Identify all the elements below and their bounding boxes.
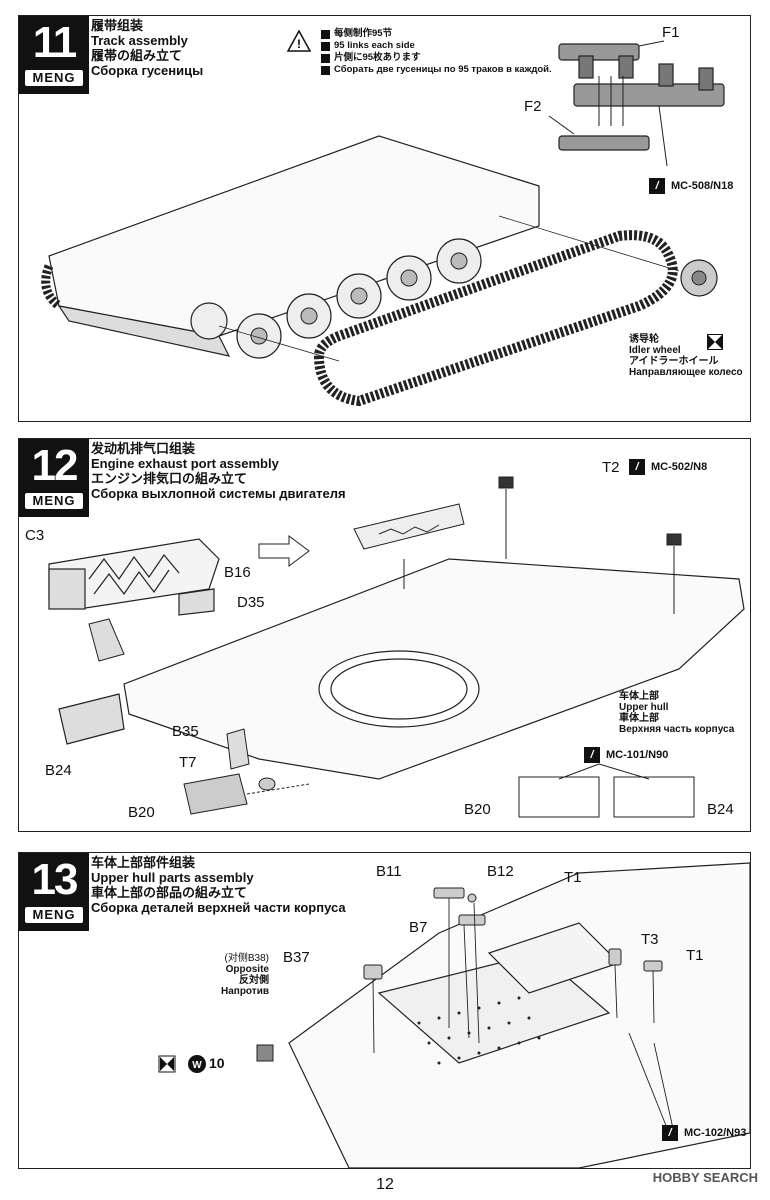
idler-wheel-label: 诱导轮 Idler wheel アイドラーホイール Направляющее к… (629, 334, 743, 378)
opposite-jp: 反対側 (238, 975, 269, 986)
step-badge: 12 MENG (19, 439, 89, 517)
upper-hull-parts-drawing: W (158, 862, 750, 1168)
part-label-f2: F2 (524, 98, 542, 115)
paint-ref: / MC-508/N18 (649, 178, 733, 194)
part-label-t1-right: T1 (686, 947, 704, 964)
paint-ref-1: / MC-502/N8 (629, 459, 707, 475)
part-label-t1-top: T1 (564, 869, 582, 886)
title-en: Engine exhaust port assembly (91, 456, 279, 471)
part-label-b7: B7 (409, 919, 428, 936)
step-number: 11 (32, 18, 78, 67)
note-ru: Сборать две гусеницы по 95 траков в кажд… (334, 64, 552, 75)
step-badge: 11 MENG (19, 16, 89, 94)
part-label-b11: B11 (376, 863, 402, 880)
opposite-ru: Напротив (221, 986, 269, 997)
part-label-b24: B24 (45, 762, 72, 779)
note-cn: 每侧制作95节 (334, 28, 393, 39)
idler-cn: 诱导轮 (629, 334, 659, 345)
flag-cn-icon (321, 29, 330, 39)
title-cn: 发动机排气口组装 (91, 441, 196, 456)
title-jp: 車体上部の部品の組み立て (91, 885, 248, 900)
part-label-c3: C3 (25, 527, 45, 544)
part-label-b37: B37 (283, 949, 310, 966)
paint-ref-2: / MC-101/N90 (584, 747, 668, 763)
opposite-cn: (对侧B38) (224, 953, 269, 964)
idler-ru: Направляющее колесо (629, 367, 743, 378)
exhaust-assembly-drawing (48, 476, 745, 818)
title-en: Upper hull parts assembly (91, 870, 254, 885)
page-number: 12 (376, 1176, 394, 1193)
part-label-t2: T2 (602, 459, 620, 476)
paint-ref-code: MC-502/N8 (651, 461, 708, 473)
upper-hull-jp: 車体上部 (619, 713, 659, 724)
cement-icon (707, 334, 723, 350)
step-13-panel: 13 MENG 车体上部部件组装 Upper hull parts assemb… (18, 852, 751, 1169)
title-ru: Сборка гусеницы (91, 63, 204, 78)
step-title: 发动机排气口组装 Engine exhaust port assembly エン… (91, 441, 346, 501)
warning-icon: ! (287, 30, 311, 52)
title-cn: 履带组装 (91, 18, 144, 33)
upper-hull-en: Upper hull (619, 702, 669, 713)
part-label-b20: B20 (128, 804, 155, 821)
part-label-b12: B12 (487, 863, 514, 880)
step-title: 履带组装 Track assembly 履帯の組み立て Сборка гусен… (91, 18, 203, 78)
step-12-panel: 12 MENG 发动机排气口组装 Engine exhaust port ass… (18, 438, 751, 832)
title-en: Track assembly (91, 33, 188, 48)
flag-en-icon (321, 41, 330, 51)
paint-brush-icon: / (662, 1125, 678, 1141)
idler-en: Idler wheel (629, 345, 681, 356)
paint-ref-code: MC-101/N90 (606, 749, 669, 761)
step-badge: 13 MENG (19, 853, 89, 931)
part-label-t7: T7 (179, 754, 197, 771)
part-label-b35: B35 (172, 723, 199, 740)
paint-brush-icon: / (584, 747, 600, 763)
upper-hull-ru: Верхняя часть корпуса (619, 724, 735, 735)
paint-ref-code: MC-102/N93 (684, 1127, 747, 1139)
opposite-label: (对侧B38) Opposite 反対側 Напротив (221, 953, 269, 997)
step-number: 13 (31, 855, 79, 904)
opposite-en: Opposite (225, 964, 269, 975)
idler-jp: アイドラーホイール (629, 356, 719, 367)
part-label-t3: T3 (641, 931, 659, 948)
part-label-b20-inset: B20 (464, 801, 491, 818)
step-11-panel: 11 MENG 履带组装 Track assembly 履帯の組み立て Сбор… (18, 15, 751, 422)
track-assembly-drawing (41, 40, 725, 407)
part-label-d35: D35 (237, 594, 265, 611)
part-label-b24-inset: B24 (707, 801, 734, 818)
part-label-b16: B16 (224, 564, 251, 581)
white-paint-code: 10 (209, 1055, 225, 1071)
note-jp: 片側に95枚あります (334, 52, 421, 63)
paint-brush-icon: / (649, 178, 665, 194)
title-cn: 车体上部部件组装 (91, 855, 196, 870)
flag-ru-icon (321, 65, 330, 75)
svg-text:!: ! (297, 37, 301, 51)
brand-logo: MENG (25, 907, 83, 923)
paint-brush-icon: / (629, 459, 645, 475)
title-jp: 履帯の組み立て (91, 48, 183, 63)
paint-ref: / MC-102/N93 (662, 1125, 746, 1141)
step-number: 12 (31, 441, 79, 490)
note-en: 95 links each side (334, 40, 415, 51)
title-ru: Сборка выхлопной системы двигателя (91, 486, 346, 501)
brand-logo: MENG (25, 70, 83, 86)
upper-hull-cn: 车体上部 (619, 691, 659, 702)
title-ru: Сборка деталей верхней части корпуса (91, 900, 346, 915)
step-title: 车体上部部件组装 Upper hull parts assembly 車体上部の… (91, 855, 346, 915)
paint-ref-code: MC-508/N18 (671, 180, 734, 192)
upper-hull-label: 车体上部 Upper hull 車体上部 Верхняя часть корпу… (619, 691, 734, 735)
watermark: HOBBY SEARCH (652, 1170, 758, 1185)
svg-text:W: W (192, 1060, 202, 1071)
title-jp: エンジン排気口の組み立て (91, 471, 248, 486)
link-count-note: 每侧制作95节 95 links each side 片側に95枚あります Сб… (321, 28, 552, 76)
brand-logo: MENG (25, 493, 83, 509)
flag-jp-icon (321, 53, 330, 63)
part-label-f1: F1 (662, 24, 680, 41)
